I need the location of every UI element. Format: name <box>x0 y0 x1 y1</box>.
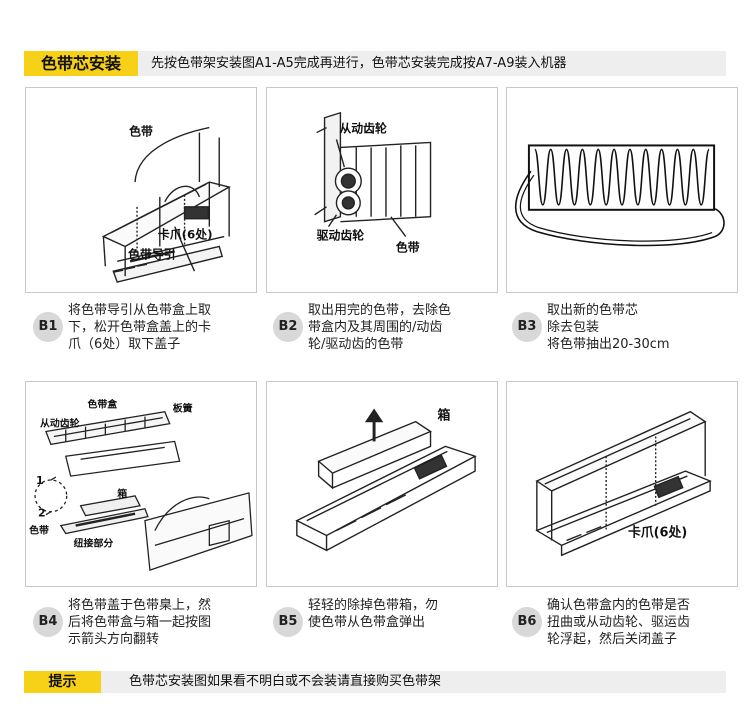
step-b3: B3 取出新的色带芯 除去包装 将色带抽出20-30cm <box>512 302 742 356</box>
step-badge: B3 <box>512 312 542 342</box>
illustration-b6: 卡爪(6处) <box>506 381 738 587</box>
tip-label: 提示 <box>24 671 101 693</box>
label-joint-part: 纽接部分 <box>74 536 114 549</box>
step-b1: B1 将色带导引从色带盒上取 下，松开色带盒盖上的卡 爪（6处）取下盖子 <box>33 302 263 356</box>
tip-text: 色带芯安装图如果看不明白或不会装请直接购买色带架 <box>129 674 442 689</box>
step-badge: B1 <box>33 312 63 342</box>
label-driven-gear: 从动齿轮 <box>339 122 387 136</box>
step-badge: B6 <box>512 607 542 637</box>
step-description: 确认色带盒内的色带是否 扭曲或从动齿轮、驱运齿 轮浮起，然后关闭盖子 <box>547 598 691 647</box>
label-ribbon: 色带 <box>29 524 49 537</box>
label-claw: 卡爪(6处) <box>628 524 687 540</box>
step-b5: B5 轻轻的除掉色带箱，勿 使色带从色带盒弹出 <box>273 597 503 651</box>
header-instruction: 先按色带架安装图A1-A5完成再进行，色带芯安装完成按A7-A9装入机器 <box>151 56 567 71</box>
step-description: 将色带盖于色带臬上，然 后将色带盒与箱一起按图 示箭头方向翻转 <box>68 598 212 647</box>
label-drive-gear: 驱动齿轮 <box>317 229 365 243</box>
footer-bar: 提示 色带芯安装图如果看不明白或不会装请直接购买色带架 <box>24 671 726 693</box>
step-b6: B6 确认色带盒内的色带是否 扭曲或从动齿轮、驱运齿 轮浮起，然后关闭盖子 <box>512 597 742 651</box>
label-ribbon-box: 色带盒 <box>88 398 118 411</box>
label-driven-gear: 从动齿轮 <box>40 417 80 430</box>
illustration-b1: 色带 卡爪(6处) 色带导引 <box>25 87 257 293</box>
illustration-b4: 色带盒 板簧 从动齿轮 1 2 箱 色带 纽接部分 <box>25 381 257 587</box>
illustration-b2: 从动齿轮 驱动齿轮 色带 <box>266 87 498 293</box>
header-bar: 色带芯安装 先按色带架安装图A1-A5完成再进行，色带芯安装完成按A7-A9装入… <box>24 51 726 76</box>
step-description: 将色带导引从色带盒上取 下，松开色带盒盖上的卡 爪（6处）取下盖子 <box>68 303 212 352</box>
step-description: 取出用完的色带，去除色 带盒内及其周围的/动齿 轮/驱动齿的色带 <box>308 303 452 352</box>
label-ribbon: 色带 <box>129 125 153 139</box>
label-claw: 卡爪(6处) <box>158 228 213 242</box>
step-badge: B2 <box>273 312 303 342</box>
label-box: 箱 <box>117 487 127 500</box>
label-ribbon-guide: 色带导引 <box>128 247 175 261</box>
section-title: 色带芯安装 <box>24 51 138 76</box>
step-description: 取出新的色带芯 除去包装 将色带抽出20-30cm <box>547 303 670 352</box>
illustration-b3 <box>506 87 738 293</box>
illustration-b5: 箱 <box>266 381 498 587</box>
label-box: 箱 <box>437 408 450 424</box>
label-step-2: 2 <box>38 507 46 520</box>
step-badge: B4 <box>33 607 63 637</box>
label-leaf-spring: 板簧 <box>173 402 193 415</box>
step-badge: B5 <box>273 607 303 637</box>
step-b4: B4 将色带盖于色带臬上，然 后将色带盒与箱一起按图 示箭头方向翻转 <box>33 597 263 651</box>
label-step-1: 1 <box>36 474 44 487</box>
step-description: 轻轻的除掉色带箱，勿 使色带从色带盒弹出 <box>308 598 439 630</box>
step-b2: B2 取出用完的色带，去除色 带盒内及其周围的/动齿 轮/驱动齿的色带 <box>273 302 503 356</box>
label-ribbon: 色带 <box>396 240 420 254</box>
